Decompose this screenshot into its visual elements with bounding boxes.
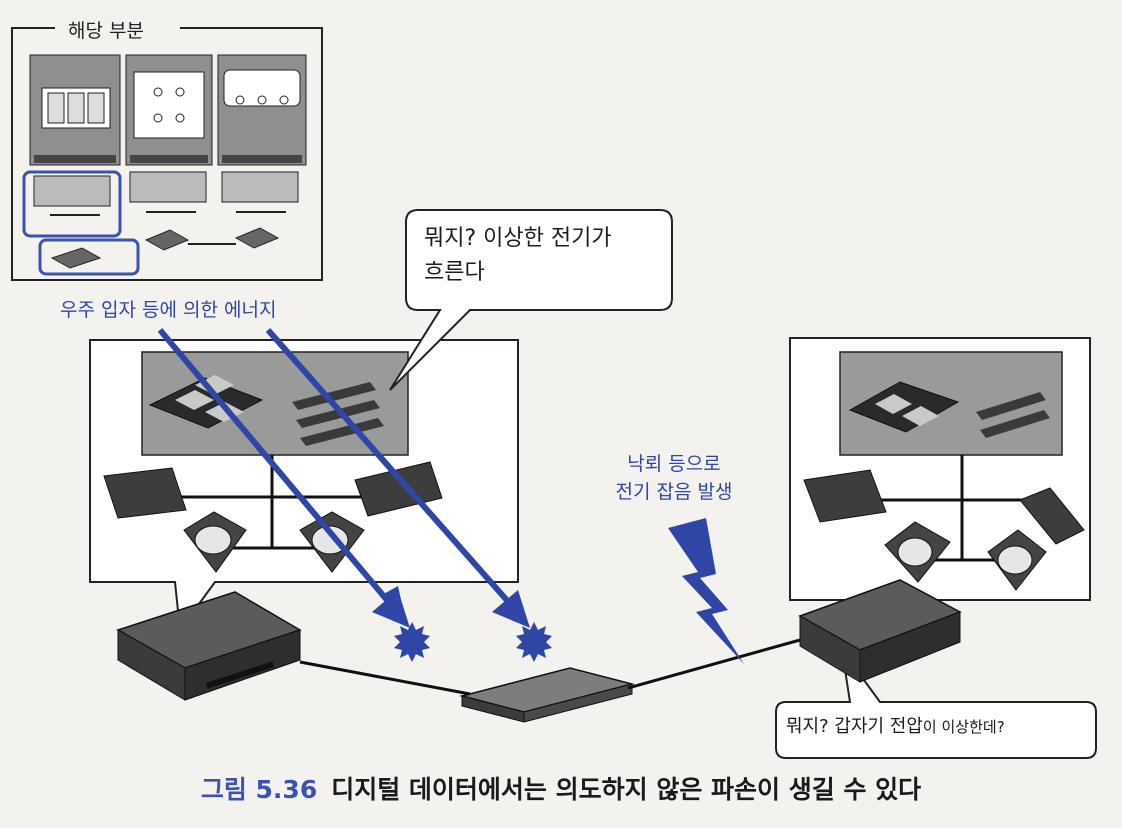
left-memory-icon (292, 382, 384, 446)
right-cpu-icon (848, 381, 960, 433)
left-bubble-text-line2: 흐른다 (424, 260, 485, 285)
inset-highlight-box-1 (22, 170, 122, 238)
left-server-callout (89, 339, 519, 633)
right-speech-bubble (775, 649, 1097, 759)
inset-hardware-row (33, 171, 299, 251)
cosmic-ray-arrow-2 (265, 328, 530, 628)
left-server-box (116, 591, 302, 701)
right-expansion-card-2 (1019, 487, 1085, 545)
cosmic-energy-label: 우주 입자 등에 의한 에너지 (60, 299, 277, 321)
left-cpu-icon (148, 375, 264, 429)
lightning-label-line1: 낙뢰 등으로 (627, 453, 721, 475)
inset-server-2 (125, 54, 213, 166)
right-disk-2 (987, 529, 1047, 591)
right-disk-1 (884, 521, 951, 583)
network-cable-right (627, 638, 801, 690)
cosmic-ray-arrow-1 (157, 328, 410, 628)
right-bubble-text-b: 이 이상한데? (922, 718, 1005, 736)
figure-number: 그림 5.36 (200, 775, 318, 804)
inset-panel (11, 27, 323, 281)
figure-caption: 그림 5.36 디지털 데이터에서는 의도하지 않은 파손이 생길 수 있다 (0, 770, 1122, 806)
right-server-callout (789, 337, 1091, 653)
lightning-bolt-icon (668, 518, 744, 664)
right-server-box (798, 579, 962, 683)
inset-server-3 (217, 54, 307, 166)
inset-server-1 (29, 54, 121, 166)
left-expansion-card-1 (103, 467, 187, 519)
network-switch (459, 667, 635, 723)
impact-burst-1 (394, 622, 430, 662)
right-bubble-text-a: 뭐지? 갑자기 전압 (786, 716, 923, 737)
inset-title: 해당 부분 (60, 16, 152, 43)
impact-burst-2 (516, 622, 552, 662)
left-speech-bubble (389, 209, 673, 391)
right-expansion-card-1 (803, 469, 887, 523)
figure-caption-text: 디지털 데이터에서는 의도하지 않은 파손이 생길 수 있다 (331, 775, 922, 804)
left-disk-1 (183, 511, 247, 573)
right-memory-icon (976, 392, 1050, 438)
network-cable-left (299, 660, 471, 696)
lightning-label-line2: 전기 잡음 발생 (615, 481, 733, 503)
left-bubble-text-line1: 뭐지? 이상한 전기가 (424, 226, 612, 251)
inset-highlight-box-2 (38, 238, 140, 276)
right-bubble-text: 뭐지? 갑자기 전압이 이상한데? (786, 712, 1005, 738)
